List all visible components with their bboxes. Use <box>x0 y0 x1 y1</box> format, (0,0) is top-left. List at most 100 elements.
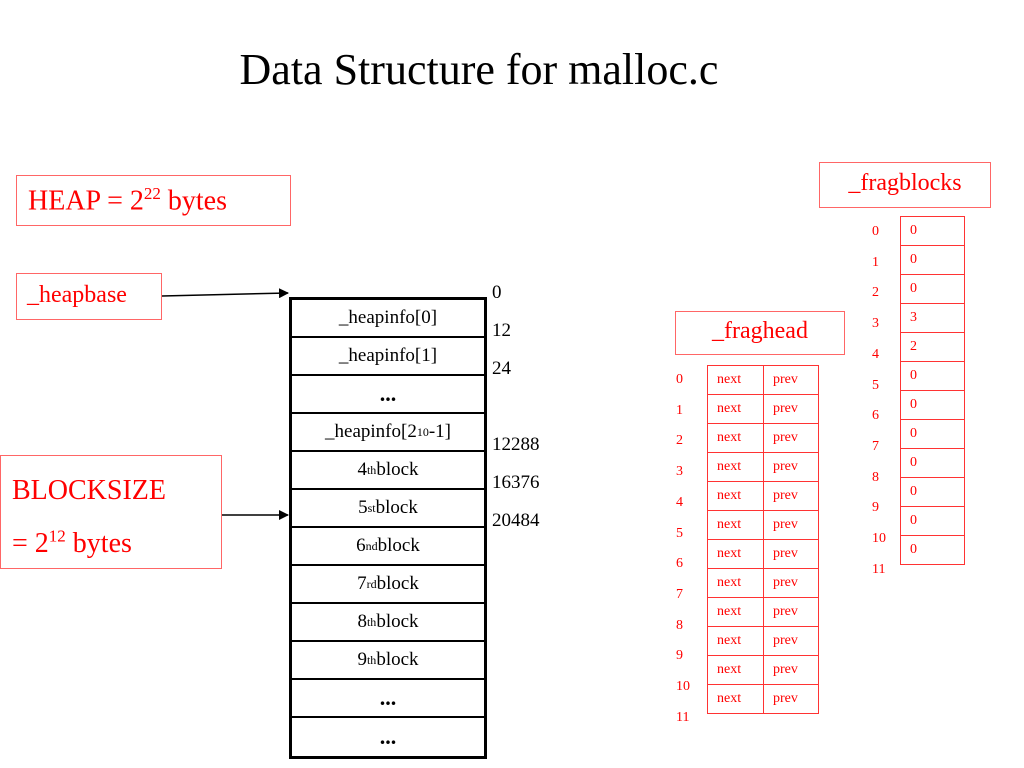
blocksize-exponent: 12 <box>48 526 66 546</box>
heap-size-box: HEAP = 222 bytes <box>16 175 291 226</box>
fragblocks-index: 4 <box>872 346 879 362</box>
fragblocks-index: 11 <box>872 561 886 577</box>
fraghead-next-cell: next <box>707 655 764 685</box>
heapbase-box: _heapbase <box>16 273 162 320</box>
heap-row-text: 4 <box>357 459 367 480</box>
fraghead-prev-cell: prev <box>763 481 819 511</box>
fraghead-index: 0 <box>676 372 683 387</box>
fragblocks-index: 1 <box>872 254 879 270</box>
fragblocks-value-cell: 0 <box>900 361 965 391</box>
heap-row-superscript: 10 <box>416 424 429 439</box>
heap-row-superscript: th <box>366 652 377 667</box>
fragblocks-index: 3 <box>872 316 879 332</box>
fraghead-next-cell: next <box>707 626 764 656</box>
fraghead-index: 5 <box>676 525 683 541</box>
fraghead-next-cell: next <box>707 684 764 714</box>
fragblocks-index: 7 <box>872 438 879 454</box>
fraghead-prev-cell: prev <box>763 597 819 627</box>
blocksize-line1: BLOCKSIZE <box>12 475 166 506</box>
fraghead-prev-cell: prev <box>763 568 819 598</box>
fragblocks-row: 0 <box>900 506 965 536</box>
heap-row-text: 7 <box>357 573 367 594</box>
fraghead-next-cell: next <box>707 539 764 569</box>
heap-row: _heapinfo[1] <box>292 338 484 376</box>
fraghead-next-cell: next <box>707 597 764 627</box>
fraghead-index: 8 <box>676 617 683 633</box>
fraghead-prev-cell: prev <box>763 452 819 482</box>
fragblocks-row: 3 <box>900 303 965 333</box>
fraghead-prev-cell: prev <box>763 655 819 685</box>
fragblocks-value-cell: 0 <box>900 390 965 420</box>
heapbase-arrow <box>161 288 289 299</box>
fragblocks-value-cell: 0 <box>900 216 965 246</box>
heap-row-suffix: block <box>376 649 419 670</box>
heap-row-suffix: block <box>377 535 420 556</box>
heap-row-superscript: th <box>366 462 377 477</box>
fraghead-prev-cell: prev <box>763 423 819 453</box>
fraghead-index: 1 <box>676 402 683 418</box>
fragblocks-index: 9 <box>872 500 879 516</box>
heap-row-text: 5 <box>358 497 368 518</box>
heap-size-suffix: bytes <box>160 185 227 217</box>
fragblocks-index: 5 <box>872 377 879 393</box>
fragblocks-value-cell: 0 <box>900 477 965 507</box>
fragblocks-value-cell: 3 <box>900 303 965 333</box>
fragblocks-row: 0 <box>900 216 965 246</box>
heap-row-suffix: block <box>375 497 418 518</box>
fragblocks-index: 2 <box>872 285 879 301</box>
heap-row-superscript: th <box>366 614 377 629</box>
fraghead-next-cell: next <box>707 452 764 482</box>
fragblocks-row: 0 <box>900 245 965 275</box>
fraghead-next-cell: next <box>707 510 764 540</box>
fraghead-label: _fraghead <box>712 318 808 344</box>
fraghead-next-cell: next <box>707 481 764 511</box>
fraghead-prev-cell: prev <box>763 626 819 656</box>
fraghead-prev-cell: prev <box>763 365 819 395</box>
heap-row-text: _heapinfo[2 <box>325 421 417 442</box>
fragblocks-value-cell: 0 <box>900 419 965 449</box>
fragblocks-row: 0 <box>900 390 965 420</box>
offset-label: 24 <box>492 358 511 379</box>
fraghead-index: 11 <box>676 709 690 725</box>
blocksize-line2: = 212 bytes <box>12 517 221 570</box>
fraghead-prev-cell: prev <box>763 539 819 569</box>
heap-row-text: _heapinfo[1] <box>338 345 438 366</box>
slide-title: Data Structure for malloc.c <box>239 45 719 94</box>
fragblocks-value-cell: 0 <box>900 535 965 565</box>
fragblocks-row: 0 <box>900 477 965 507</box>
fraghead-index: 6 <box>676 556 683 572</box>
blocksize-prefix: = 2 <box>12 528 49 560</box>
fraghead-index: 2 <box>676 433 683 449</box>
fraghead-prev-cell: prev <box>763 510 819 540</box>
heap-size-exponent: 22 <box>143 184 161 203</box>
fragblocks-index: 10 <box>872 531 886 546</box>
fraghead-index: 3 <box>676 464 683 480</box>
blocksize-suffix: bytes <box>65 528 132 560</box>
heap-row: ... <box>292 718 484 756</box>
heap-row-superscript: nd <box>365 538 378 553</box>
heap-size-text: HEAP = 2 <box>28 185 144 217</box>
fragblocks-value-cell: 0 <box>900 448 965 478</box>
offset-label: 12 <box>492 320 511 341</box>
fragblocks-value-cell: 2 <box>900 332 965 362</box>
fragblocks-index: 6 <box>872 408 879 424</box>
fraghead-next-cell: next <box>707 394 764 424</box>
heap-row-text: _heapinfo[0] <box>338 307 438 328</box>
fragblocks-row: 0 <box>900 419 965 449</box>
blocksize-box: BLOCKSIZE = 212 bytes <box>0 455 222 569</box>
